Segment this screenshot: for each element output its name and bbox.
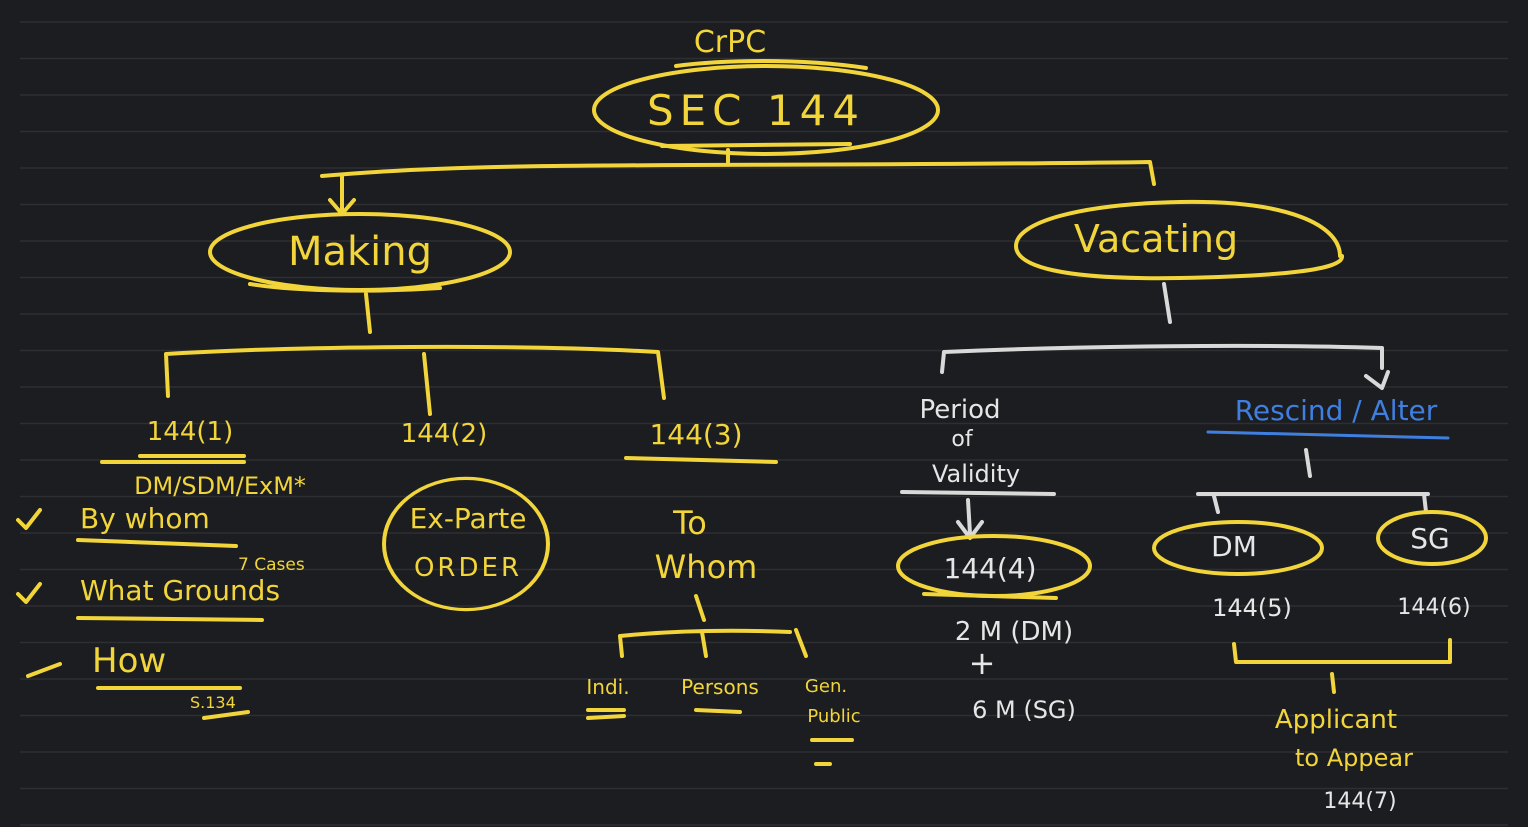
s1-q3-note-underline [202,710,250,720]
period-line1: Period [919,395,1000,425]
s3-leaf-public: Public [807,706,860,727]
s1-q2: What Grounds [80,574,280,607]
applicant-line2: to Appear [1295,744,1413,772]
dm-section: 144(5) [1212,594,1292,622]
period-line3: Validity [932,460,1020,488]
rescind-connector [1304,448,1312,478]
applicant-bracket [1232,638,1452,664]
s1-q1-underline [76,538,238,548]
s2-section: 144(2) [401,419,487,449]
s2-order-line1: Ex-Parte [410,502,527,535]
s2-order-line2: ORDER [414,553,522,583]
sg-ellipse [1376,510,1488,566]
vacating-node-ellipse [1014,199,1344,281]
s3-leaf-general: Gen. [805,676,847,697]
check-icon [16,582,42,604]
vacating-branch-line [940,343,1390,390]
applicant-section: 144(7) [1323,789,1396,814]
s3-leaf-individual-underline [586,708,626,720]
period-rule2: 6 M (SG) [972,696,1076,724]
dm-ellipse [1152,520,1324,576]
period-section-underline [922,592,1058,600]
sg-label: SG [1410,522,1449,555]
s3-underline [624,456,778,464]
s1-section: 144(1) [147,417,233,447]
making-branch-line [164,344,666,416]
root-branch-line [320,160,1156,186]
s1-q3-note: S.134 [190,693,236,712]
period-plus: + [969,644,996,682]
s3-whom: Whom [655,548,758,586]
root-node-ellipse [592,64,940,156]
s3-connector [694,594,706,622]
vacating-label: Vacating [1074,217,1238,261]
dash-icon [26,662,62,678]
making-label: Making [288,229,432,275]
s1-q3: How [92,641,166,681]
s1-authority: DM/SDM/ExM* [134,472,306,500]
s3-leaf-persons: Persons [681,675,759,699]
s1-q1: By whom [80,502,210,535]
s3-leaf-individual: Indi. [586,675,629,699]
rescind-branch-line [1196,492,1430,514]
s3-leaf-general-underline [810,738,854,766]
s1-q2-underline [76,616,264,622]
root-top-underline [674,59,868,70]
applicant-line1: Applicant [1275,705,1397,735]
s3-section: 144(3) [649,418,742,451]
root-underline [660,142,852,148]
s3-leaf-persons-underline [694,708,742,714]
period-line2: of [951,427,973,452]
rescind-underline [1206,430,1450,440]
period-section: 144(4) [943,552,1036,585]
vacating-connector [1162,282,1172,324]
s1-q2-note: 7 Cases [238,555,305,575]
applicant-connector [1330,672,1336,694]
making-connector [364,292,372,334]
s2-order-circle [382,476,550,612]
root-top-note: CrPC [694,25,766,60]
sg-section: 144(6) [1397,595,1470,620]
check-icon [16,508,42,530]
rescind-label: Rescind / Alter [1235,394,1438,427]
period-rule1: 2 M (DM) [955,617,1073,647]
s3-to: To [672,504,707,542]
making-underline [248,282,442,293]
period-underline [900,490,1056,496]
root-title: SEC 144 [647,86,865,135]
making-arrow [328,174,356,216]
s3-branch-line [618,628,808,658]
dm-label: DM [1211,530,1257,563]
